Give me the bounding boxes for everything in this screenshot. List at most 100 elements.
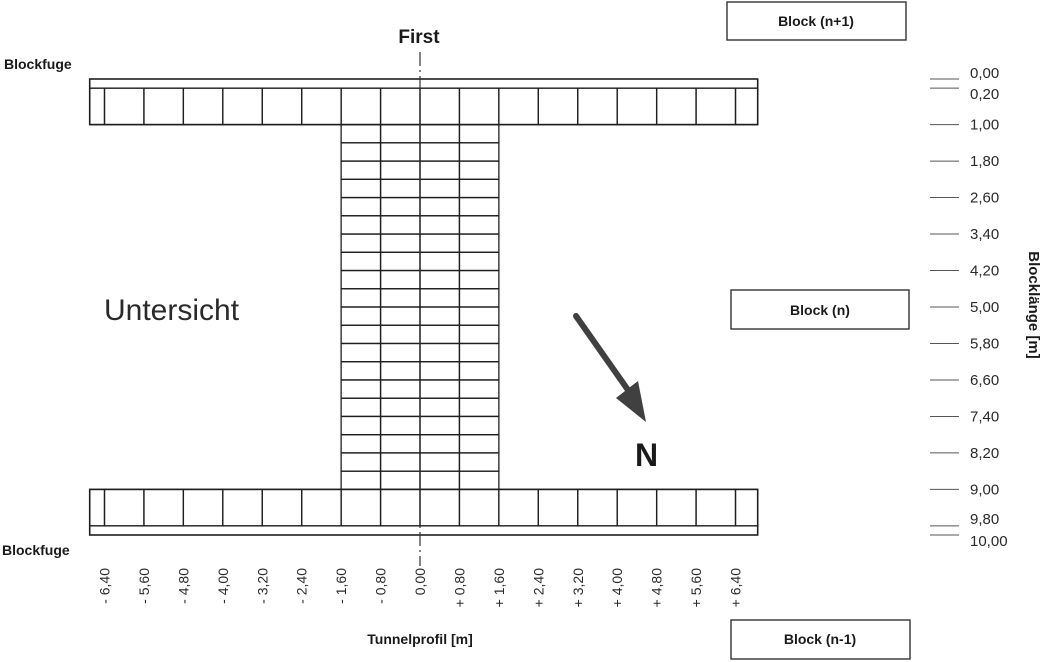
y-tick-label: 0,20 bbox=[970, 86, 999, 103]
grid-panel bbox=[458, 379, 500, 399]
grid-panel bbox=[340, 288, 382, 308]
grid-panel bbox=[498, 87, 539, 126]
x-tick-label: - 1,60 bbox=[333, 568, 349, 604]
grid-panel bbox=[458, 196, 500, 217]
grid-panel bbox=[419, 470, 461, 491]
grid-panel bbox=[379, 269, 421, 290]
x-tick-label: - 5,60 bbox=[136, 568, 152, 604]
grid-panel bbox=[419, 415, 461, 436]
x-axis-ticks: - 6,40- 5,60- 4,80- 4,00- 3,20- 2,40- 1,… bbox=[97, 568, 744, 608]
grid-panel bbox=[419, 452, 461, 472]
grid-panel bbox=[616, 87, 658, 126]
grid-panel bbox=[458, 269, 500, 290]
grid-panel bbox=[379, 306, 421, 326]
panel-grid bbox=[88, 52, 759, 566]
grid-panel bbox=[695, 87, 737, 126]
y-tick-label: 3,40 bbox=[970, 226, 999, 243]
grid-panel bbox=[261, 488, 303, 527]
grid-panel bbox=[419, 269, 461, 290]
grid-panel bbox=[577, 87, 618, 126]
grid-panel bbox=[379, 233, 421, 253]
grid-panel bbox=[419, 379, 461, 399]
grid-panel bbox=[379, 87, 421, 126]
grid-panel bbox=[182, 87, 224, 126]
grid-panel bbox=[340, 434, 382, 454]
x-tick-label: - 6,40 bbox=[97, 568, 113, 604]
grid-panel bbox=[458, 488, 500, 527]
grid-panel bbox=[458, 215, 500, 235]
block-box-next: Block (n+1) bbox=[726, 1, 907, 41]
grid-panel bbox=[655, 488, 697, 527]
bottom-flange-frame bbox=[88, 488, 759, 536]
grid-panel bbox=[340, 452, 382, 472]
grid-panel bbox=[379, 434, 421, 454]
y-tick-label: 0,00 bbox=[970, 65, 999, 82]
grid-panel bbox=[340, 233, 382, 253]
grid-panel bbox=[340, 269, 382, 290]
grid-panel bbox=[379, 123, 421, 144]
grid-panel bbox=[379, 251, 421, 272]
grid-panel bbox=[419, 123, 461, 144]
grid-panel bbox=[458, 342, 500, 363]
grid-panel bbox=[379, 342, 421, 363]
grid-panel bbox=[379, 470, 421, 491]
grid-panel bbox=[458, 87, 500, 126]
x-tick-label: + 2,40 bbox=[530, 568, 546, 608]
grid-panel bbox=[379, 215, 421, 235]
x-tick-label: - 3,20 bbox=[254, 568, 270, 604]
block-box-current-label: Block (n) bbox=[790, 302, 850, 318]
grid-panel bbox=[379, 142, 421, 162]
grid-panel bbox=[419, 251, 461, 272]
y-tick-label: 1,00 bbox=[970, 117, 999, 134]
y-tick-label: 9,80 bbox=[970, 511, 999, 528]
grid-panel bbox=[379, 178, 421, 199]
grid-panel bbox=[340, 123, 382, 144]
x-tick-label: - 2,40 bbox=[294, 568, 310, 604]
grid-panel bbox=[301, 488, 342, 527]
grid-panel bbox=[577, 488, 618, 527]
grid-panel bbox=[261, 87, 303, 126]
grid-panel bbox=[458, 142, 500, 162]
grid-panel bbox=[419, 434, 461, 454]
grid-panel bbox=[458, 160, 500, 180]
grid-panel bbox=[379, 397, 421, 418]
grid-panel bbox=[419, 215, 461, 235]
grid-panel bbox=[695, 488, 737, 527]
grid-panel bbox=[340, 87, 382, 126]
block-box-prev: Block (n-1) bbox=[730, 619, 911, 660]
grid-panel bbox=[419, 397, 461, 418]
x-tick-label: 0,00 bbox=[412, 568, 428, 595]
grid-panel bbox=[458, 233, 500, 253]
y-axis-ticks: 0,000,201,001,802,603,404,205,005,806,60… bbox=[930, 65, 1008, 550]
x-tick-label: + 3,20 bbox=[570, 568, 586, 608]
grid-panel bbox=[458, 178, 500, 199]
grid-panel bbox=[419, 178, 461, 199]
block-box-next-label: Block (n+1) bbox=[778, 13, 854, 29]
grid-panel bbox=[301, 87, 342, 126]
y-tick-label: 7,40 bbox=[970, 408, 999, 425]
grid-panel bbox=[458, 415, 500, 436]
grid-panel bbox=[419, 288, 461, 308]
block-box-current: Block (n) bbox=[730, 289, 910, 330]
y-tick-label: 5,00 bbox=[970, 299, 999, 316]
grid-panel bbox=[419, 324, 461, 345]
grid-panel bbox=[419, 87, 461, 126]
grid-panel bbox=[222, 87, 263, 126]
north-label: N bbox=[635, 437, 658, 473]
grid-panel bbox=[379, 196, 421, 217]
grid-panel bbox=[103, 488, 145, 527]
grid-panel bbox=[458, 288, 500, 308]
x-tick-label: - 0,80 bbox=[373, 568, 389, 604]
grid-panel bbox=[419, 361, 461, 381]
block-box-prev-label: Block (n-1) bbox=[784, 631, 856, 647]
grid-panel bbox=[419, 160, 461, 180]
y-tick-label: 9,00 bbox=[970, 481, 999, 498]
y-tick-label: 8,20 bbox=[970, 445, 999, 462]
y-tick-label: 2,60 bbox=[970, 190, 999, 207]
x-tick-label: + 0,80 bbox=[451, 568, 467, 608]
grid-panel bbox=[419, 142, 461, 162]
grid-panel bbox=[340, 361, 382, 381]
grid-panel bbox=[340, 415, 382, 436]
top-flange-frame bbox=[88, 78, 759, 126]
grid-panel bbox=[458, 434, 500, 454]
